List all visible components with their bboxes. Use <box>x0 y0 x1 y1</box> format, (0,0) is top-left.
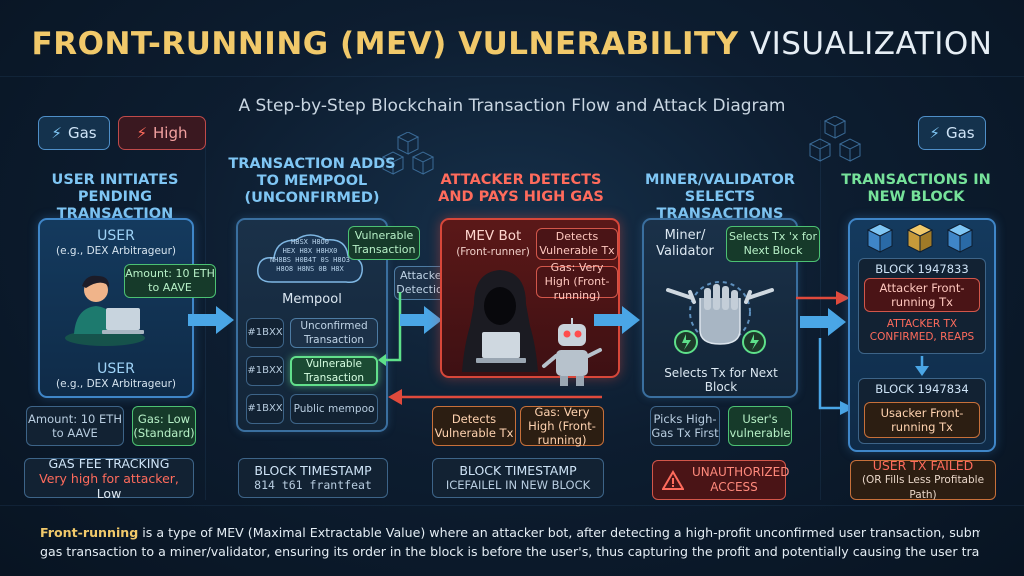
description-line-1-text: is a type of MEV (Maximal Extractable Va… <box>142 525 980 540</box>
cloud-hash-line: H8O8 H8NS 0B H8X <box>276 265 344 273</box>
gas-pill-right: ⚡︎ Gas <box>918 116 986 150</box>
attacker-tx-box: Attacker Front-running Tx <box>864 278 980 312</box>
amount-box: Amount: 10 ETH to AAVE <box>26 406 124 446</box>
step5-heading: TRANSACTIONS IN NEW BLOCK <box>841 172 991 205</box>
background-line <box>0 505 1024 506</box>
flow-arrow <box>594 306 640 334</box>
user-tx-failed: USER TX FAILED (OR Fills Less Profitable… <box>850 457 996 501</box>
step2-heading: TRANSACTION ADDS TO MEMPOOL (UNCONFIRMED… <box>228 156 396 206</box>
gas-fee-red: Very high for attacker, <box>39 470 179 486</box>
gas-very-high-box: Gas: Very High (Front-running) <box>520 405 604 447</box>
background-line <box>0 76 1024 77</box>
cloud-hash-line: HBSX H8O0 <box>291 238 329 246</box>
title-secondary: VISUALIZATION <box>749 26 993 62</box>
page-subtitle: A Step-by-Step Blockchain Transaction Fl… <box>238 96 786 116</box>
block-timestamp-value: ICEFAILEL IN NEW BLOCK <box>445 478 591 492</box>
amount-tag: Amount: 10 ETH to AAVE <box>124 264 216 298</box>
flow-arrow <box>400 306 442 334</box>
tx-row-public: Public mempoo <box>290 394 378 424</box>
flow-arrow <box>800 308 846 336</box>
user-bottom-sub: (e.g., DEX Arbitrageur) <box>56 378 176 390</box>
title-main: FRONT-RUNNING (MEV) VULNERABILITY <box>31 26 739 62</box>
description-line-2: gas transaction to a miner/validator, en… <box>40 544 980 559</box>
user-tx-failed-title: USER TX FAILED <box>872 457 974 473</box>
gas-low-box: Gas: Low (Standard) <box>132 406 196 446</box>
description-text: Front-running is a type of MEV (Maximal … <box>40 523 980 561</box>
block-2-label: BLOCK 1947834 <box>875 382 969 396</box>
user-tx-box: Usacker Front-running Tx <box>864 402 980 438</box>
lightning-icon: ⚡︎ <box>51 124 62 142</box>
high-pill-label: High <box>153 124 188 142</box>
lightning-icon: ⚡︎ <box>929 124 940 142</box>
miner-title: Miner/ Validator <box>656 228 714 259</box>
gas-fee-tracking: GAS FEE TRACKING Very high for attacker,… <box>24 455 194 501</box>
gas-fee-white: Low <box>96 485 122 501</box>
user-bottom-label: USER <box>97 361 135 377</box>
block-timestamp-title: BLOCK TIMESTAMP <box>254 463 372 478</box>
cloud-icon <box>257 234 363 284</box>
block-timestamp-value: 814 t61 frantfeat <box>254 478 372 492</box>
tx-id: #1BXX <box>246 318 284 348</box>
step4-heading: MINER/VALIDATOR SELECTS TRANSACTIONS <box>645 172 795 222</box>
gas-fee-title: GAS FEE TRACKING <box>48 455 170 471</box>
users-vulnerable-box: User's vulnerable <box>728 406 792 446</box>
lightning-icon: ⚡︎ <box>136 124 148 142</box>
attacker-arrow <box>796 291 850 305</box>
description-line-1: Front-running is a type of MEV (Maximal … <box>40 523 980 542</box>
flow-arrow <box>188 306 234 334</box>
down-arrow <box>915 356 929 376</box>
hacker-icon <box>462 270 538 372</box>
tx-row-vulnerable: Vulnerable Transaction <box>290 356 378 386</box>
picks-high-gas-box: Picks High-Gas Tx First <box>650 406 720 446</box>
step1-heading: USER INITIATES PENDING TRANSACTION <box>51 172 179 222</box>
unauthorized-text: UNAUTHORIZED ACCESS <box>692 465 790 494</box>
page-title: FRONT-RUNNING (MEV) VULNERABILITY VISUAL… <box>0 26 1024 62</box>
user-tx-failed-sub: (OR Fills Less Profitable Path) <box>861 473 985 501</box>
gas-pill-label: Gas <box>67 124 97 142</box>
detects-tag: Detects Vulnerable Tx <box>536 228 618 260</box>
mev-bot-sub: (Front-runner) <box>456 246 530 258</box>
cube-cluster-decoration <box>381 132 435 175</box>
warning-icon <box>662 470 684 490</box>
description-term: Front-running <box>40 525 139 540</box>
return-arrow <box>388 389 602 405</box>
detects-box: Detects Vulnerable Tx <box>432 406 516 446</box>
selects-label: Selects Tx for Next Block <box>664 366 778 394</box>
step3-heading: ATTACKER DETECTS AND PAYS HIGH GAS <box>438 172 604 205</box>
block-timestamp-1: BLOCK TIMESTAMP 814 t61 frantfeat <box>238 458 388 498</box>
mev-bot-title: MEV Bot <box>464 228 522 244</box>
gas-pill-label: Gas <box>945 124 975 142</box>
unauthorized-row: UNAUTHORIZED ACCESS <box>662 465 790 495</box>
robot-icon <box>542 318 602 386</box>
vulnerable-tag: Vulnerable Transaction <box>348 226 420 260</box>
gas-fee-detail: Very high for attacker, Low <box>25 471 193 501</box>
tx-id: #1BXX <box>246 356 284 386</box>
cloud-hash-line: HEX H8X H8HX0 <box>282 247 338 255</box>
background-line <box>205 120 206 500</box>
selects-tag: Selects Tx 'x for Next Block <box>726 226 820 262</box>
block-timestamp-2: BLOCK TIMESTAMP ICEFAILEL IN NEW BLOCK <box>432 458 604 498</box>
block-1-label: BLOCK 1947833 <box>875 262 969 276</box>
user-tx-arrow <box>818 338 854 415</box>
gas-pill-left: ⚡︎ Gas <box>38 116 110 150</box>
user-top-sub: (e.g., DEX Arbitrageur) <box>56 245 176 257</box>
cloud-hash-text: HBSX H8O0 HEX H8X H8HX0 NH8BS H0B4T 0S H… <box>262 238 358 274</box>
user-laptop-icon <box>65 275 145 346</box>
cube-cluster-decoration <box>808 116 862 162</box>
block-timestamp-title: BLOCK TIMESTAMP <box>459 463 577 478</box>
attacker-confirmed: ATTACKER TX CONFIRMED, REAPS <box>869 318 975 343</box>
tx-row-unconfirmed: Unconfirmed Transaction <box>290 318 378 348</box>
user-top-label: USER <box>97 228 135 244</box>
gas-very-high-tag: Gas: Very High (Front-running) <box>536 261 618 302</box>
block-cubes-icon <box>866 223 974 253</box>
mempool-label: Mempool <box>282 292 342 307</box>
tx-id: #1BXX <box>246 394 284 424</box>
cloud-hash-line: NH8BS H0B4T 0S H8O3 <box>269 256 351 264</box>
validator-hand-icon <box>666 281 774 354</box>
unauthorized-access: UNAUTHORIZED ACCESS <box>652 460 790 500</box>
high-pill: ⚡︎ High <box>118 116 206 150</box>
background-line <box>820 120 821 500</box>
